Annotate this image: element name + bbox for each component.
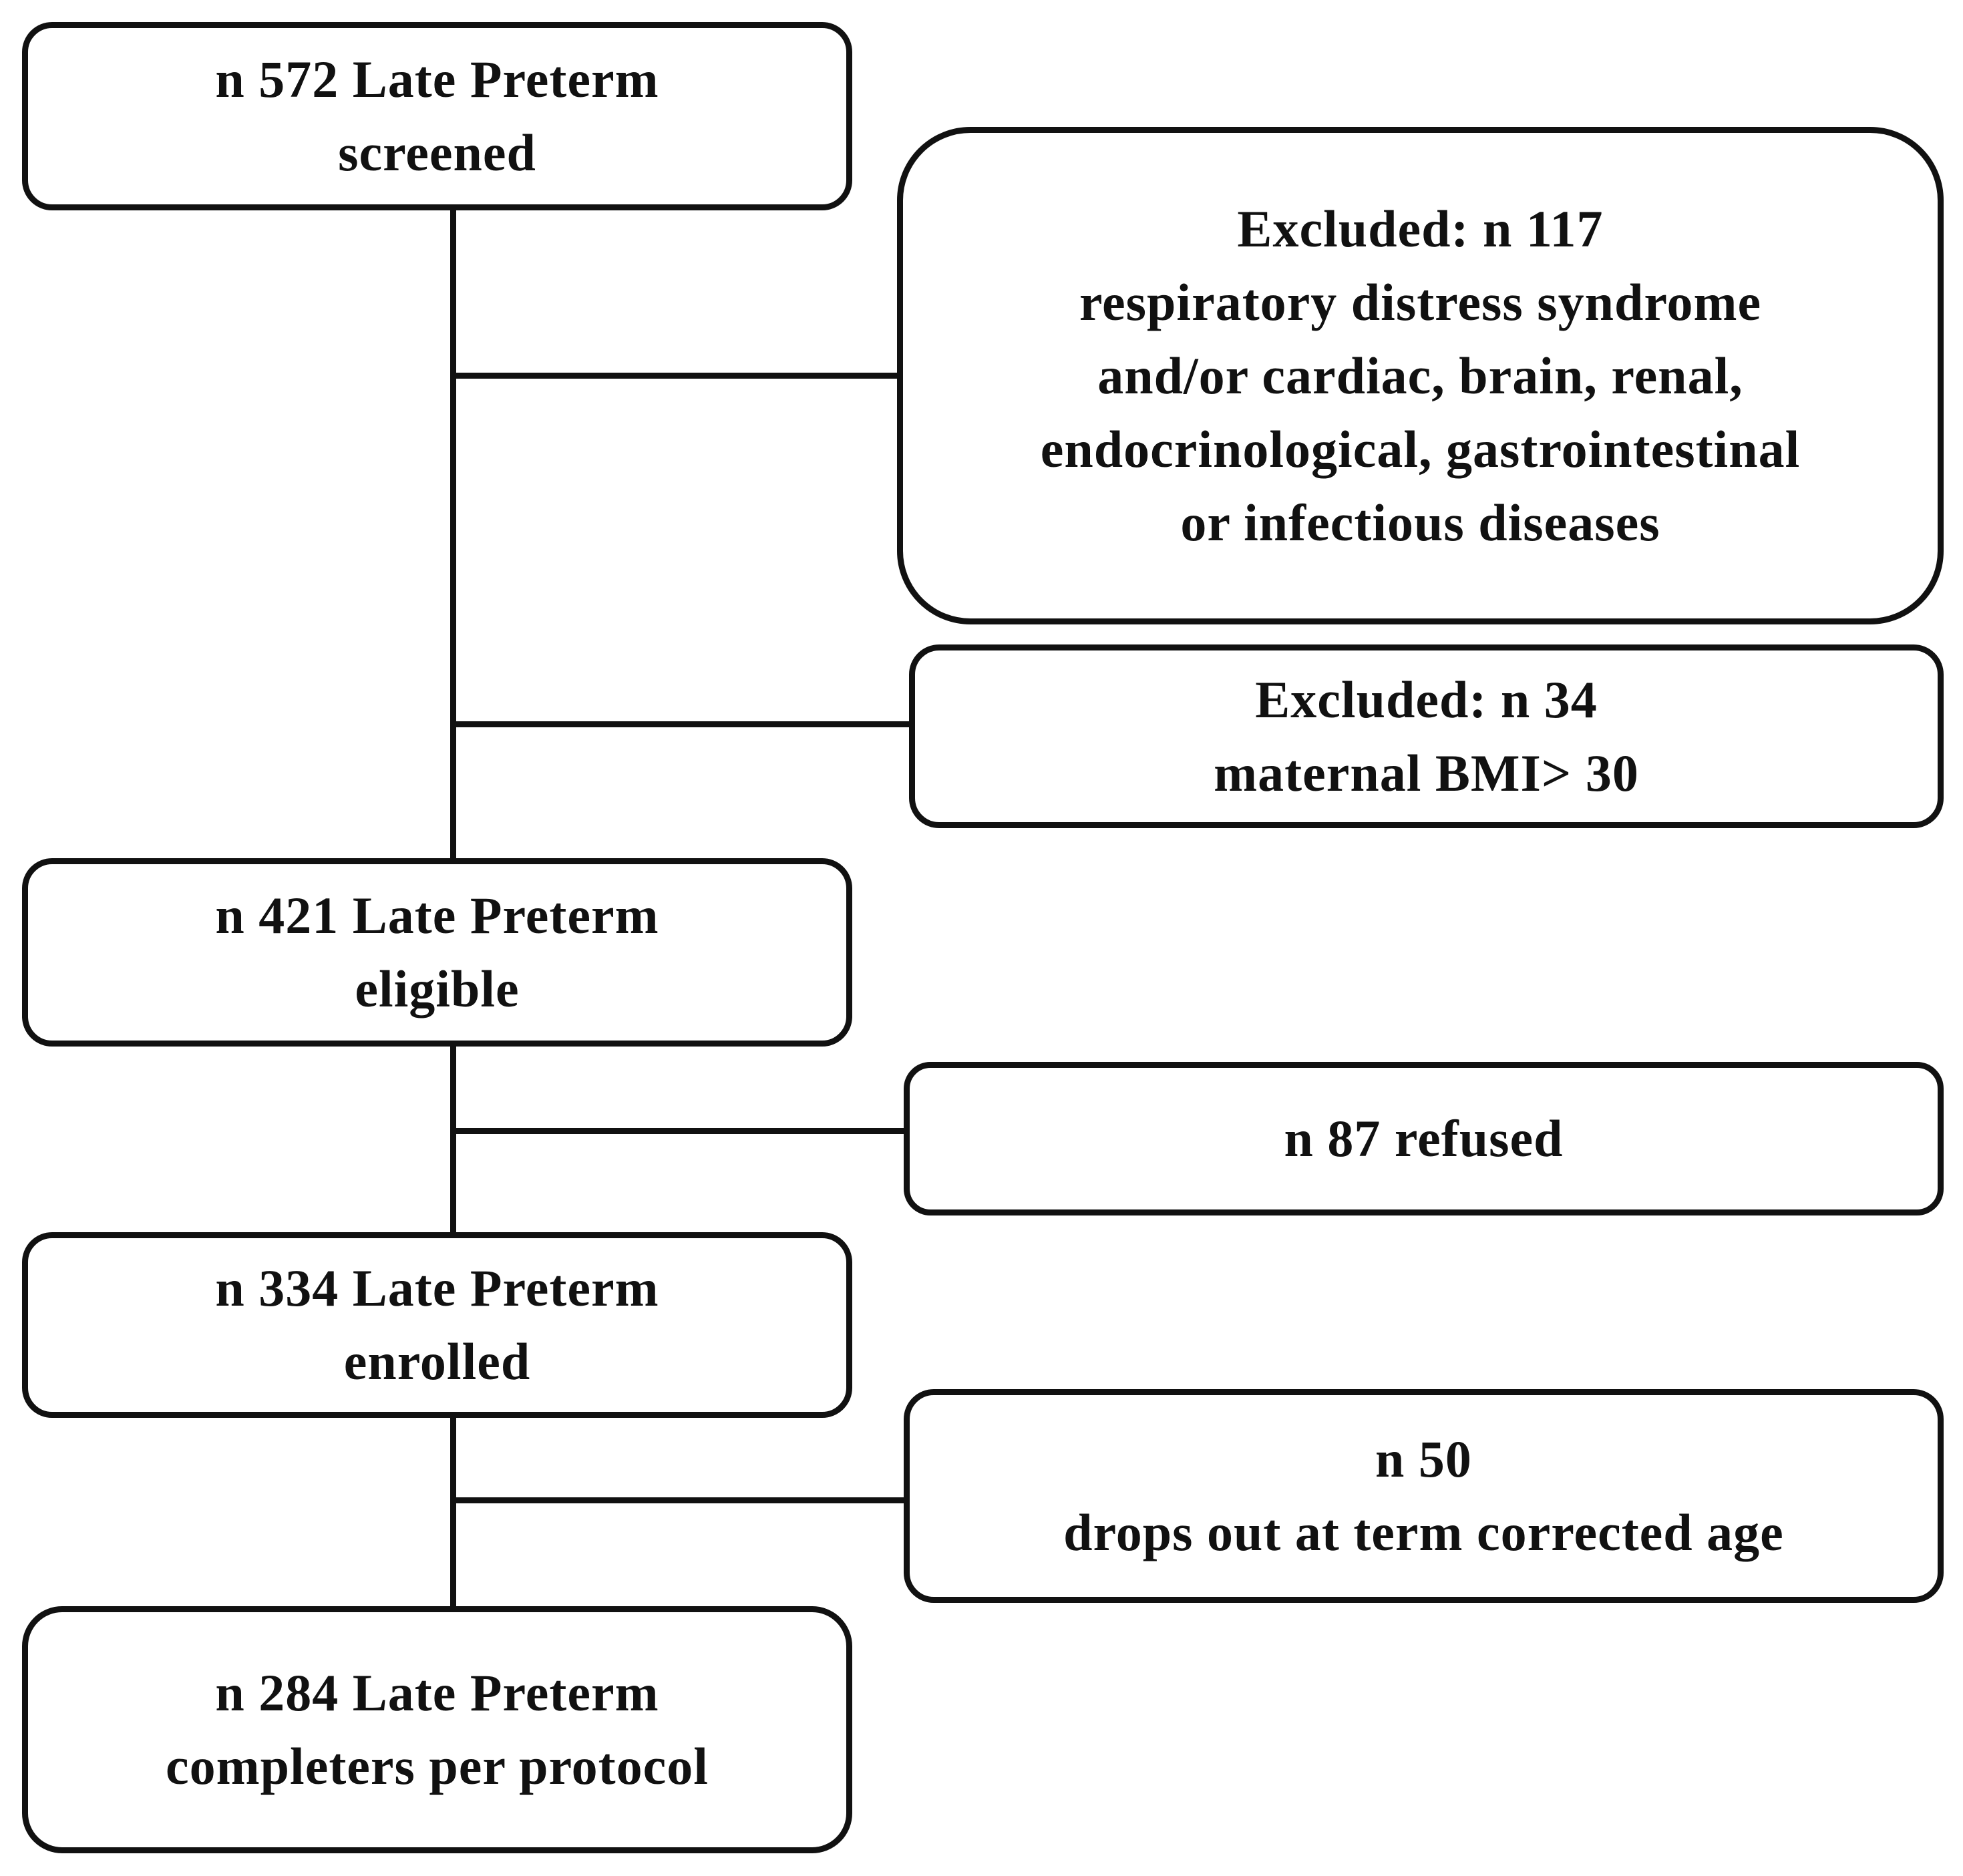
completers-count: n 284 Late Preterm	[215, 1664, 659, 1722]
refused-label: n 87 refused	[1284, 1109, 1564, 1167]
exclusion-bmi-box: Excluded: n 34 maternal BMI> 30	[909, 644, 1944, 828]
branch-connector-refused	[456, 1128, 904, 1134]
exclusion-disease-reason-2: and/or cardiac, brain, renal,	[1097, 346, 1743, 405]
eligible-count: n 421 Late Preterm	[215, 886, 659, 944]
dropouts-label: drops out at term corrected age	[1063, 1503, 1784, 1561]
exclusion-disease-reason-4: or infectious diseases	[1180, 493, 1660, 552]
completers-label: completers per protocol	[166, 1737, 709, 1795]
exclusion-disease-reason-3: endocrinological, gastrointestinal	[1040, 419, 1801, 478]
dropouts-box: n 50 drops out at term corrected age	[904, 1389, 1944, 1603]
exclusion-disease-count: Excluded: n 117	[1237, 199, 1604, 258]
eligible-label: eligible	[355, 960, 520, 1018]
screened-label: screened	[338, 124, 536, 182]
branch-connector-bmi	[456, 721, 909, 727]
enrolled-label: enrolled	[343, 1332, 531, 1390]
exclusion-bmi-reason: maternal BMI> 30	[1214, 743, 1639, 802]
exclusion-disease-box: Excluded: n 117 respiratory distress syn…	[897, 127, 1944, 624]
enrolled-count: n 334 Late Preterm	[215, 1259, 659, 1317]
enrolled-box: n 334 Late Preterm enrolled	[22, 1232, 852, 1418]
branch-connector-disease	[456, 373, 897, 379]
dropouts-count: n 50	[1375, 1430, 1472, 1488]
spine-connector-1	[450, 207, 456, 862]
exclusion-disease-reason-1: respiratory distress syndrome	[1079, 272, 1762, 331]
refused-box: n 87 refused	[904, 1062, 1944, 1215]
spine-connector-2	[450, 1042, 456, 1242]
exclusion-bmi-count: Excluded: n 34	[1255, 670, 1598, 729]
branch-connector-dropouts	[456, 1497, 904, 1503]
completers-box: n 284 Late Preterm completers per protoc…	[22, 1606, 852, 1853]
spine-connector-3	[450, 1413, 456, 1613]
eligible-box: n 421 Late Preterm eligible	[22, 858, 852, 1047]
screened-box: n 572 Late Preterm screened	[22, 22, 852, 210]
screened-count: n 572 Late Preterm	[215, 50, 659, 108]
